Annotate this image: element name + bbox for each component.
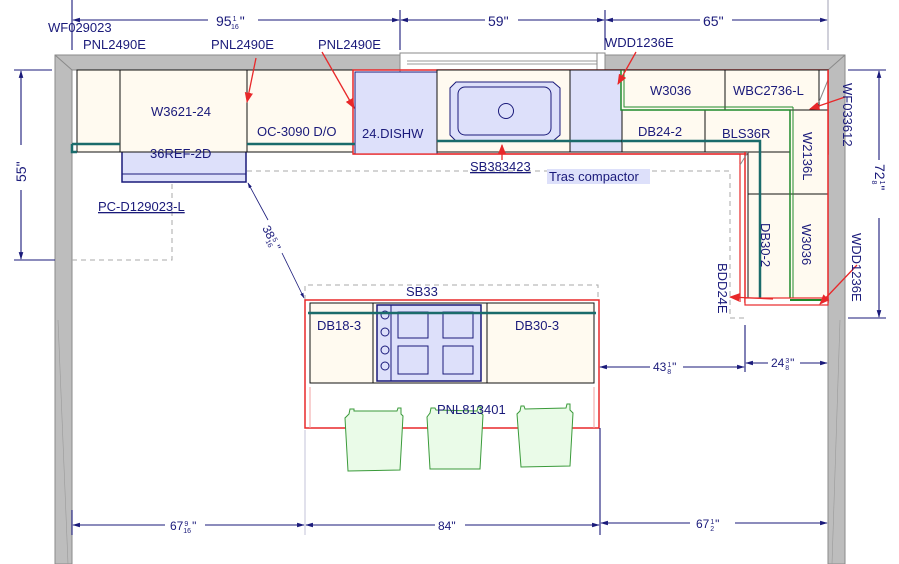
item-labels: WF029023 PNL2490E PNL2490E PNL2490E WDD1… [48,20,864,417]
label-bls36r[interactable]: BLS36R [722,126,770,141]
label-wbc2736-l[interactable]: WBC2736-L [733,83,804,98]
label-db30-2[interactable]: DB30-2 [758,223,773,267]
label-pantry[interactable]: PC-D129023-L [98,199,185,214]
label-panel-3[interactable]: PNL2490E [318,37,381,52]
label-w3036-right[interactable]: W3036 [799,224,814,265]
label-bdd24e[interactable]: BDD24E [715,263,730,314]
label-36ref-2d[interactable]: 36REF-2D [150,146,211,161]
dishwasher[interactable] [354,71,438,155]
label-oc-3090[interactable]: OC-3090 D/O [257,124,336,139]
label-wdd1236e-top[interactable]: WDD1236E [605,35,674,50]
wall-cabinet-w2136l[interactable] [789,109,829,195]
label-db30-3[interactable]: DB30-3 [515,318,559,333]
refrigerator[interactable] [121,149,247,183]
label-wf029023[interactable]: WF029023 [48,20,112,35]
dim-right: 7218" [870,164,888,190]
cabinet-left-end[interactable] [76,69,121,153]
wall-cabinet-w3036-right[interactable] [789,193,829,301]
drain-icon [498,103,514,119]
dimension-lines [14,0,886,535]
label-sb33[interactable]: SB33 [406,284,438,299]
label-w2136l[interactable]: W2136L [800,132,815,180]
label-db18-3[interactable]: DB18-3 [317,318,361,333]
label-w3036-top[interactable]: W3036 [650,83,691,98]
label-panel-2[interactable]: PNL2490E [211,37,274,52]
top-run [70,69,829,183]
label-wf033612[interactable]: WF033612 [840,83,855,147]
island-drawer-base-db30-3[interactable] [486,302,595,384]
dim-bottom-mid: 84" [438,519,456,533]
dim-left: 55" [13,161,29,182]
label-wdd1236e-right[interactable]: WDD1236E [849,233,864,302]
dim-diagonal: 38516" [258,223,284,254]
stool-icon[interactable] [344,407,404,472]
label-w3621-24[interactable]: W3621-24 [151,104,211,119]
dim-top-right: 65" [703,13,724,29]
label-panel-1[interactable]: PNL2490E [83,37,146,52]
corner-run [353,69,829,306]
stool-icon[interactable] [426,406,484,470]
stool-icon[interactable] [516,403,574,468]
oven-cabinet[interactable] [246,69,354,153]
label-dishwasher[interactable]: 24.DISHW [362,126,424,141]
stools [344,403,574,472]
label-pnl813401[interactable]: PNL813401 [437,402,506,417]
label-trash-compactor[interactable]: Tras compactor [549,169,639,184]
annotation-leaders [244,51,858,305]
island-drawer-base-db18-3[interactable] [309,302,374,384]
trash-compactor[interactable] [569,69,623,153]
island [304,299,600,429]
window [399,52,606,73]
label-db24-2[interactable]: DB24-2 [638,124,682,139]
wall-blind-corner-cabinet[interactable] [724,69,820,111]
dim-top-mid: 59" [488,13,509,29]
cooktop-icon [376,304,482,382]
label-sb383423[interactable]: SB383423 [470,159,531,174]
